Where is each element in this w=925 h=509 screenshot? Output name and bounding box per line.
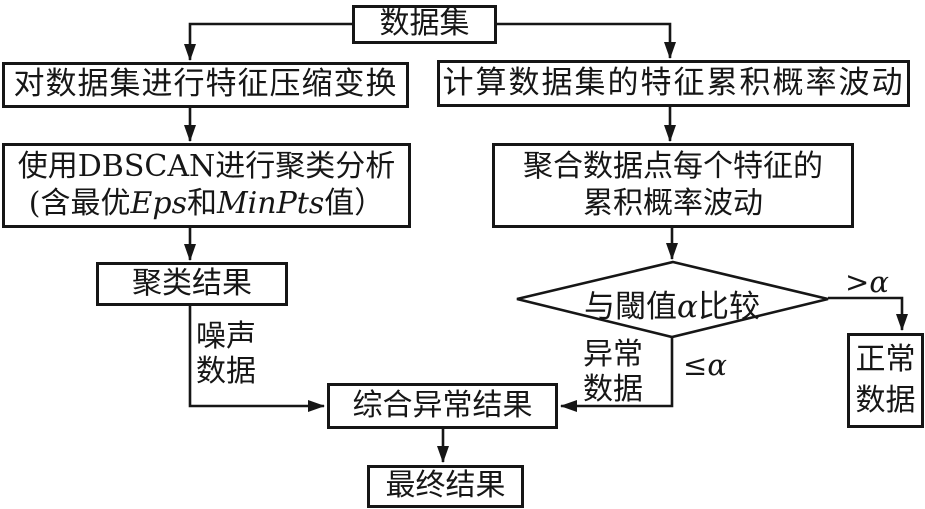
edge-decision-to-normal <box>828 296 908 331</box>
node-dbscan-line2: (含最优Eps和MinPts值） <box>28 185 385 221</box>
node-threshold-decision: 与閾值α比较 <box>584 289 760 325</box>
edge-cluster-to-combined <box>188 305 325 412</box>
node-dbscan: 使用DBSCAN进行聚类分析 (含最优Eps和MinPts值） <box>2 143 411 228</box>
node-dataset: 数据集 <box>352 5 497 44</box>
edge-label-less-equal-alpha: ≤α <box>683 348 727 382</box>
node-calc-fluctuation-label: 计算数据集的特征累积概率波动 <box>442 64 905 101</box>
node-cluster-result-label: 聚类结果 <box>132 265 252 301</box>
less-equal-symbol: ≤ <box>683 348 708 382</box>
node-normal-data-line2: 数据 <box>855 382 916 418</box>
node-final-result-label: 最终结果 <box>385 468 506 504</box>
node-compress: 对数据集进行特征压缩变换 <box>2 62 409 108</box>
node-aggregate-line1: 聚合数据点每个特征的 <box>523 148 823 184</box>
node-final-result: 最终结果 <box>367 465 524 508</box>
node-combined-result-label: 综合异常结果 <box>352 387 533 423</box>
node-cluster-result: 聚类结果 <box>96 262 288 306</box>
edge-decision-to-combined <box>560 337 674 412</box>
node-compress-label: 对数据集进行特征压缩变换 <box>13 66 398 103</box>
node-combined-result: 综合异常结果 <box>327 383 558 429</box>
node-dbscan-line1: 使用DBSCAN进行聚类分析 <box>17 148 396 184</box>
greater-than-symbol: > <box>845 265 870 299</box>
alpha-symbol: α <box>707 348 727 382</box>
edge-label-noise: 噪声 数据 <box>196 319 256 389</box>
edge-label-greater-alpha: >α <box>845 265 889 299</box>
node-normal-data: 正常 数据 <box>847 333 924 428</box>
node-normal-data-line1: 正常 <box>855 342 916 377</box>
edge-dataset-to-calc <box>496 22 676 59</box>
edge-label-anomaly: 异常 数据 <box>583 337 643 407</box>
eps-parameter: Eps <box>130 185 187 221</box>
minpts-parameter: MinPts <box>216 185 325 221</box>
node-dataset-label: 数据集 <box>379 6 470 42</box>
node-calc-fluctuation: 计算数据集的特征累积概率波动 <box>437 60 910 107</box>
alpha-symbol: α <box>869 265 889 299</box>
node-aggregate: 聚合数据点每个特征的 累积概率波动 <box>492 143 854 228</box>
decision-diamond-shape <box>516 260 829 339</box>
node-aggregate-line2: 累积概率波动 <box>583 185 763 221</box>
edge-dataset-to-compress <box>184 22 352 61</box>
alpha-symbol: α <box>677 289 698 325</box>
